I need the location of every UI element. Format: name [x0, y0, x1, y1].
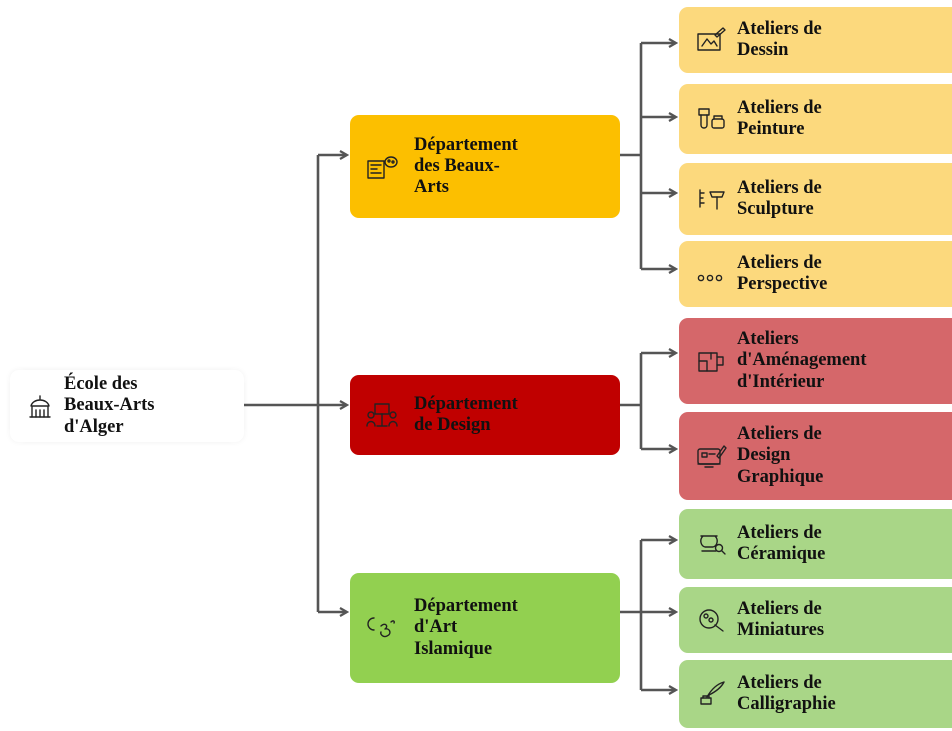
design-team-icon [364, 401, 400, 429]
department-label: Département de Design [414, 393, 518, 435]
quill-inkpot-icon [693, 680, 729, 708]
graphic-tablet-icon [693, 442, 729, 470]
workshop-perspective[interactable]: Ateliers de Perspective [679, 241, 952, 307]
paint-brush-icon [693, 105, 729, 133]
department-label: Département des Beaux- Arts [414, 134, 518, 198]
easel-palette-icon [364, 153, 400, 181]
workshop-label: Ateliers de Design Graphique [737, 424, 824, 487]
chisel-hammer-icon [693, 185, 729, 213]
department-label: Département d'Art Islamique [414, 596, 518, 659]
department-design[interactable]: Département de Design [350, 375, 620, 455]
workshop-label: Ateliers de Sculpture [737, 177, 822, 219]
miniature-palette-icon [693, 606, 729, 634]
workshop-amenagement-interieur[interactable]: Ateliers d'Aménagement d'Intérieur [679, 318, 952, 404]
workshop-label: Ateliers de Dessin [737, 18, 822, 60]
workshop-calligraphie[interactable]: Ateliers de Calligraphie [679, 660, 952, 728]
department-beaux-arts[interactable]: Département des Beaux- Arts [350, 115, 620, 218]
workshop-miniatures[interactable]: Ateliers de Miniatures [679, 587, 952, 653]
root-node-ecole[interactable]: École des Beaux-Arts d'Alger [10, 370, 244, 442]
department-art-islamique[interactable]: Département d'Art Islamique [350, 573, 620, 683]
interior-layout-icon [693, 347, 729, 375]
workshop-label: Ateliers d'Aménagement d'Intérieur [737, 329, 867, 392]
drawing-board-icon [693, 26, 729, 54]
workshop-label: Ateliers de Miniatures [737, 598, 825, 640]
crescent-om-icon [364, 614, 400, 642]
workshop-label: Ateliers de Calligraphie [737, 672, 836, 714]
workshop-label: Ateliers de Céramique [737, 522, 826, 564]
workshop-peinture[interactable]: Ateliers de Peinture [679, 84, 952, 154]
three-circles-icon [693, 260, 729, 288]
workshop-design-graphique[interactable]: Ateliers de Design Graphique [679, 412, 952, 500]
workshop-dessin[interactable]: Ateliers de Dessin [679, 7, 952, 73]
root-label: École des Beaux-Arts d'Alger [64, 374, 155, 437]
workshop-ceramique[interactable]: Ateliers de Céramique [679, 509, 952, 579]
school-building-icon [24, 393, 56, 419]
workshop-sculpture[interactable]: Ateliers de Sculpture [679, 163, 952, 235]
pottery-wheel-icon [693, 530, 729, 558]
workshop-label: Ateliers de Perspective [737, 252, 828, 294]
workshop-label: Ateliers de Peinture [737, 97, 822, 139]
